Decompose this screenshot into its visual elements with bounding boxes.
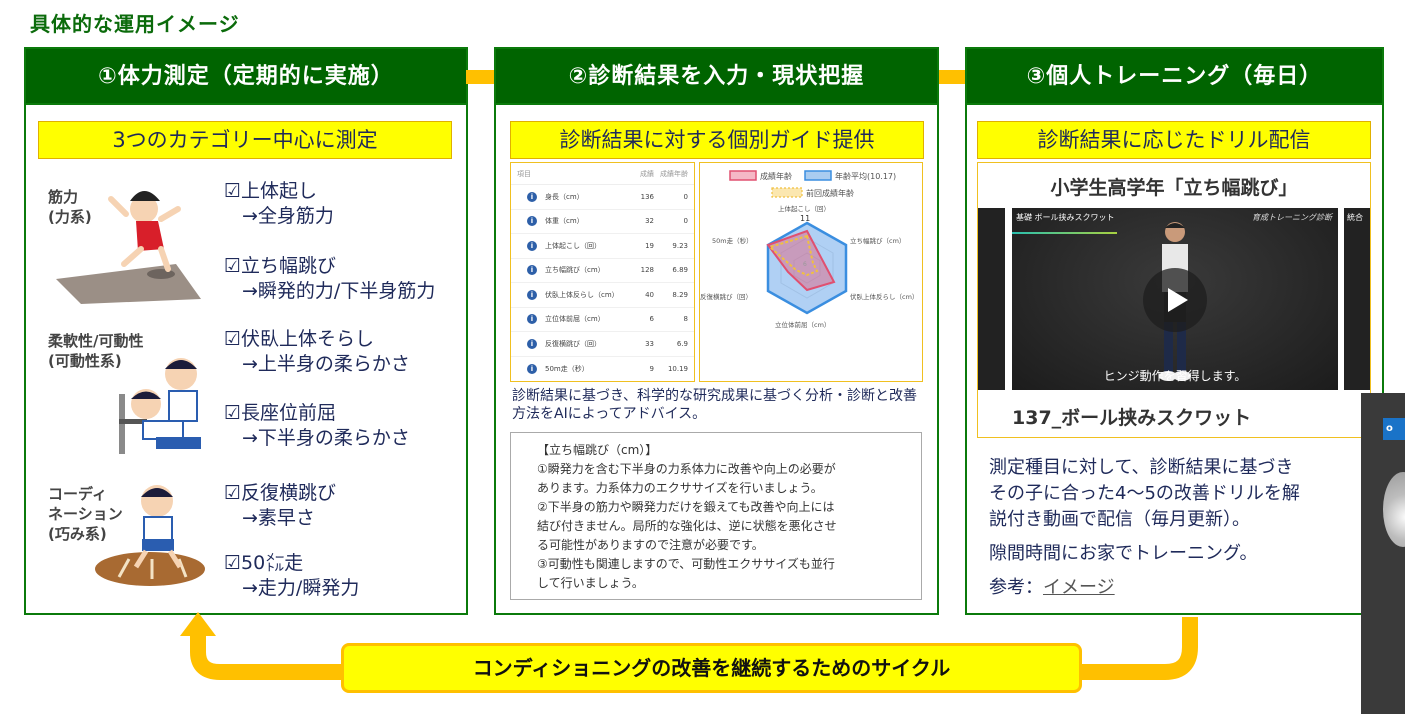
training-note: 隙間時間にお家でトレーニング。 <box>989 543 1258 564</box>
cycle-arrow-icon <box>180 612 1198 680</box>
info-icon[interactable]: i <box>527 191 537 202</box>
legend-swatch-score-age <box>729 170 757 181</box>
prev-video-thumbnail[interactable] <box>978 208 1005 390</box>
panel-subtitle: 診断結果に応じたドリル配信 <box>977 121 1371 159</box>
page-title: 具体的な運用イメージ <box>30 12 240 36</box>
side-overlay-panel <box>1361 393 1405 714</box>
svg-text:立位体前屈（cm）: 立位体前屈（cm） <box>775 320 830 329</box>
panel-diagnosis: ②診断結果を入力・現状把握 診断結果に対する個別ガイド提供 項目 成績 成績年齢… <box>494 47 939 615</box>
panel-physical-test: ①体力測定（定期的に実施） 3つのカテゴリー中心に測定 筋力 (力系) ☑上体起… <box>24 47 468 615</box>
info-icon[interactable]: i <box>527 240 537 251</box>
info-icon[interactable]: i <box>527 338 537 349</box>
play-icon[interactable] <box>1143 268 1207 332</box>
test-item: ☑伏臥上体そらし →上半身の柔らかさ <box>224 328 410 375</box>
video-name: 137_ボール挟みスクワット <box>1012 407 1252 429</box>
info-icon[interactable]: i <box>527 289 537 300</box>
long-jump-icon <box>56 191 201 304</box>
video-card-title: 小学生高学年「立ち幅跳び」 <box>1050 177 1298 199</box>
category-label-flexibility: 柔軟性/可動性 (可動性系) <box>48 332 144 370</box>
video-card: 小学生高学年「立ち幅跳び」 基礎 ボール挟みスクワット 育成トレーニング診断 <box>977 162 1371 438</box>
info-icon[interactable]: i <box>527 363 537 374</box>
svg-text:伏臥上体反らし（cm）: 伏臥上体反らし（cm） <box>850 292 918 301</box>
svg-text:50m走（秒）: 50m走（秒） <box>712 236 753 245</box>
reference-line: 参考：イメージ <box>989 577 1115 598</box>
svg-text:立ち幅跳び（cm）: 立ち幅跳び（cm） <box>850 236 905 245</box>
panel-subtitle: 3つのカテゴリー中心に測定 <box>38 121 452 159</box>
side-step-icon <box>95 485 205 586</box>
panel-header: ③個人トレーニング（毎日） <box>967 49 1382 105</box>
legend-swatch-age-average <box>804 170 832 181</box>
training-description: 測定種目に対して、診断結果に基づき その子に合った4～5の改善ドリルを解 説付き… <box>989 457 1300 530</box>
video-thumbnail[interactable]: 基礎 ボール挟みスクワット 育成トレーニング診断 ヒンジ動作を習得します。 <box>1012 208 1338 390</box>
test-item: ☑50㍍走 →走力/瞬発力 <box>224 552 360 599</box>
avatar <box>1383 472 1405 547</box>
test-item: ☑反復横跳び →素早さ <box>224 482 337 529</box>
category-label-strength: 筋力 (力系) <box>48 188 92 226</box>
info-icon[interactable]: i <box>527 314 537 325</box>
info-icon[interactable]: i <box>527 216 537 227</box>
panel-subtitle: 診断結果に対する個別ガイド提供 <box>510 121 924 159</box>
svg-text:6: 6 <box>803 261 807 268</box>
ai-description: 診断結果に基づき、科学的な研究成果に基づく分析・診断と改善方法をAIによってアド… <box>512 388 918 422</box>
svg-text:上体起こし（回）: 上体起こし（回） <box>778 204 830 213</box>
svg-text:11: 11 <box>800 214 810 223</box>
next-video-thumbnail[interactable]: 統合 <box>1344 208 1370 390</box>
radar-chart: 成績年齢 年齢平均(10.17) 前回成績年齢 11 6 上体起こし（回） 立ち… <box>699 162 923 382</box>
test-item: ☑立ち幅跳び →瞬発的力/下半身筋力 <box>224 255 436 302</box>
reference-link[interactable]: イメージ <box>1043 577 1115 598</box>
svg-text:年齢平均(10.17): 年齢平均(10.17) <box>835 171 896 181</box>
category-label-coordination: コーディ ネーション (巧み系) <box>48 485 123 543</box>
legend-swatch-previous <box>771 187 803 198</box>
info-icon[interactable]: i <box>527 265 537 276</box>
svg-text:成績年齢: 成績年齢 <box>760 171 792 181</box>
advice-box: 【立ち幅跳び（cm）】 ①瞬発力を含む下半身の力系体力に改善や向上の必要が あり… <box>510 432 922 600</box>
table-header: 項目 成績 成績年齢 <box>511 163 694 185</box>
test-item: ☑長座位前屈 →下半身の柔らかさ <box>224 402 410 449</box>
svg-text:前回成績年齢: 前回成績年齢 <box>806 188 854 198</box>
cycle-label: コンディショニングの改善を継続するためのサイクル <box>341 643 1082 693</box>
panel-training: ③個人トレーニング（毎日） 診断結果に応じたドリル配信 小学生高学年「立ち幅跳び… <box>965 47 1384 615</box>
outlook-icon[interactable]: o <box>1383 418 1405 440</box>
panel-header: ①体力測定（定期的に実施） <box>26 49 466 105</box>
panel-header: ②診断結果を入力・現状把握 <box>496 49 937 105</box>
video-carousel[interactable]: 基礎 ボール挟みスクワット 育成トレーニング診断 ヒンジ動作を習得します。 <box>978 208 1370 392</box>
test-item: ☑上体起し →全身筋力 <box>224 180 334 227</box>
svg-text:反復横跳び（回）: 反復横跳び（回） <box>700 292 752 301</box>
flexibility-test-icon <box>119 358 201 454</box>
